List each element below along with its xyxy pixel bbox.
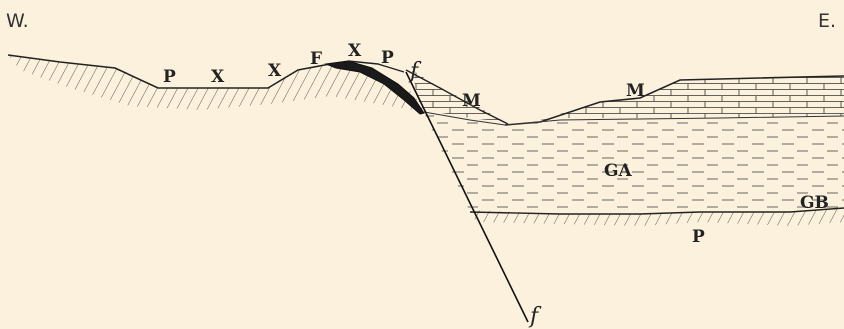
ground-surface-west xyxy=(7,54,331,89)
fault-line xyxy=(405,71,529,323)
m-layer-west xyxy=(412,70,505,122)
ga-shale xyxy=(424,113,844,214)
coal-bed-f xyxy=(324,60,425,115)
label-x-upper: X xyxy=(348,41,362,61)
label-ga: GA xyxy=(604,161,633,181)
label-p-left: P xyxy=(163,67,176,87)
label-m-right: M xyxy=(626,81,645,101)
m-top-west xyxy=(405,69,509,125)
east-label: E. xyxy=(818,10,837,32)
label-gb: GB xyxy=(800,193,829,213)
label-x-mid: X xyxy=(268,61,282,81)
label-p-lower: P xyxy=(692,227,705,247)
label-m-left: M xyxy=(462,91,481,111)
m-layer-east xyxy=(540,76,844,120)
label-p-upper: P xyxy=(381,48,394,68)
west-label: W. xyxy=(6,10,29,32)
upper-x-surface xyxy=(347,60,405,73)
label-x-left: X xyxy=(211,67,225,87)
ga-base xyxy=(469,207,844,215)
m-base xyxy=(423,111,844,126)
label-fault-bottom: f xyxy=(528,304,542,329)
label-f-bed: F xyxy=(310,49,322,69)
western-strata xyxy=(8,55,426,112)
